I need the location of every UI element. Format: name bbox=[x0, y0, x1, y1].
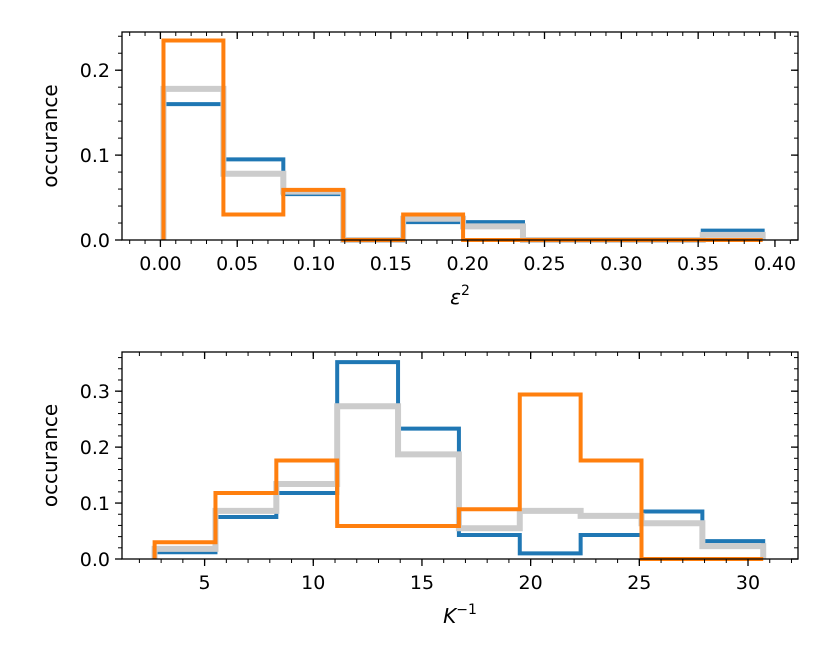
y-tick-label: 0.1 bbox=[80, 493, 110, 515]
x-tick-label: 20 bbox=[519, 572, 543, 594]
y-tick-label: 0.0 bbox=[80, 230, 110, 252]
histogram-series-3 bbox=[161, 38, 763, 242]
x-axis-label: K−1 bbox=[443, 602, 477, 628]
x-tick-label: 0.25 bbox=[523, 253, 565, 275]
x-tick-label: 0.20 bbox=[447, 253, 489, 275]
x-tick-label: 25 bbox=[627, 572, 651, 594]
x-tick-label: 15 bbox=[410, 572, 434, 594]
y-tick-label: 0.2 bbox=[80, 60, 110, 82]
y-axis-label: occurance bbox=[38, 84, 62, 187]
chart-panel-top: 0.00 0.05 0.10 0.15 0.20 0.25 0.30 0.35 0.40 0.0 0… bbox=[38, 31, 799, 309]
x-tick-label: 0.35 bbox=[677, 253, 719, 275]
x-tick-label: 0.10 bbox=[293, 253, 335, 275]
x-tick-label: 0.30 bbox=[600, 253, 642, 275]
y-tick-label: 0.0 bbox=[80, 549, 110, 571]
y-axis-label: occurance bbox=[38, 404, 62, 507]
histogram-series-3 bbox=[152, 392, 764, 561]
y-tick-label: 0.1 bbox=[80, 145, 110, 167]
x-tick-label: 5 bbox=[199, 572, 211, 594]
histogram-series-2 bbox=[151, 403, 767, 559]
y-tick-label: 0.2 bbox=[80, 437, 110, 459]
axes-frame bbox=[121, 351, 799, 560]
x-axis-label: ε2 bbox=[450, 283, 470, 309]
axes-frame bbox=[121, 31, 799, 241]
chart-panel-bottom: 5 10 15 20 25 30 0.0 0.1 0.2 0.3K−1 occurance bbox=[38, 351, 799, 628]
x-tick-label: 0.15 bbox=[370, 253, 412, 275]
x-tick-label: 10 bbox=[301, 572, 325, 594]
y-tick-label: 0.3 bbox=[80, 381, 110, 403]
x-tick-label: 30 bbox=[736, 572, 760, 594]
x-tick-label: 0.00 bbox=[139, 253, 181, 275]
x-tick-label: 0.40 bbox=[754, 253, 796, 275]
x-tick-label: 0.05 bbox=[216, 253, 258, 275]
